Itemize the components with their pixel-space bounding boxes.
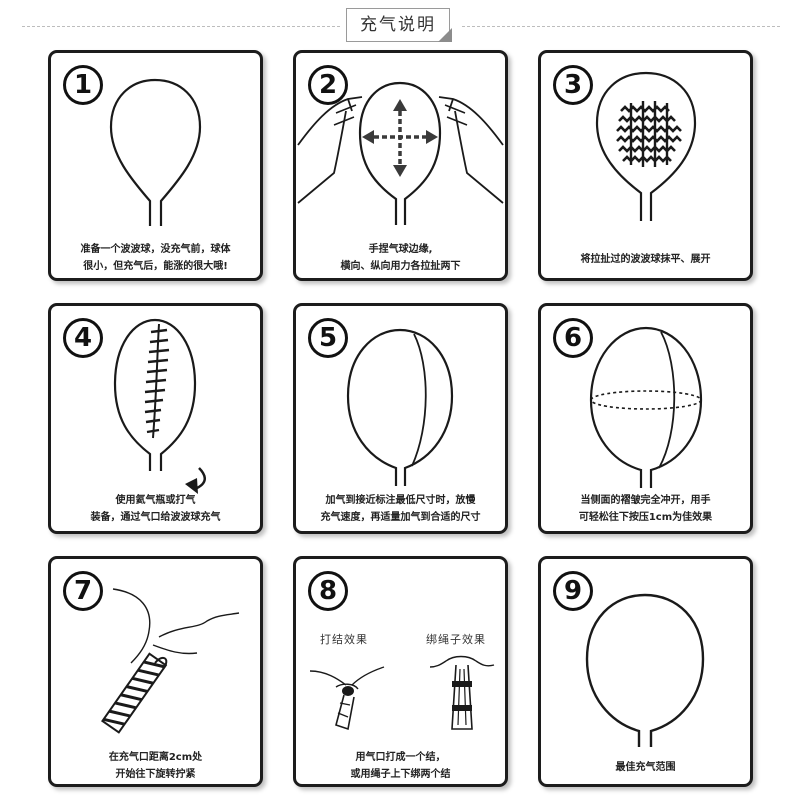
step-card-6: 6 当侧面的褶皱完全冲开，用手 可轻松往下按压1cm为佳效果 xyxy=(538,303,753,534)
section-header: 充气说明 xyxy=(0,0,800,48)
caption-line: 准备一个波波球，没充气前，球体 xyxy=(55,241,256,258)
step-card-7: 7 在充气口距离2cm处 开始往下旋转拧紧 xyxy=(48,556,263,787)
step-number-8: 8 xyxy=(308,571,348,611)
step-caption-1: 准备一个波波球，没充气前，球体 很小，但充气后，能涨的很大哦! xyxy=(55,241,256,275)
step-number-5: 5 xyxy=(308,318,348,358)
caption-line: 使用氦气瓶或打气 xyxy=(55,492,256,509)
step-caption-9: 最佳充气范围 xyxy=(545,759,746,776)
caption-line: 装备，通过气口给波波球充气 xyxy=(55,509,256,526)
caption-line: 手捏气球边缘, xyxy=(300,241,501,258)
step-caption-4: 使用氦气瓶或打气 装备，通过气口给波波球充气 xyxy=(55,492,256,526)
caption-line: 或用绳子上下绑两个结 xyxy=(300,766,501,783)
caption-line: 在充气口距离2cm处 xyxy=(55,749,256,766)
step-caption-8: 用气口打成一个结， 或用绳子上下绑两个结 xyxy=(300,749,501,783)
step-card-2: 2 手捏气球边缘, 横向、纵向用力各拉扯两下 xyxy=(293,50,508,281)
header-divider-right xyxy=(462,26,780,27)
caption-line: 当侧面的褶皱完全冲开，用手 xyxy=(545,492,746,509)
step-card-1: 1 准备一个波波球，没充气前，球体 很小，但充气后，能涨的很大哦! xyxy=(48,50,263,281)
caption-line: 横向、纵向用力各拉扯两下 xyxy=(300,258,501,275)
title-corner-decoration xyxy=(438,28,452,42)
caption-line: 最佳充气范围 xyxy=(545,759,746,776)
step-card-8: 打结效果 绑绳子效果 8 用气口打成一个结， 或用绳子上下绑两个结 xyxy=(293,556,508,787)
step-number-1: 1 xyxy=(63,65,103,105)
step-card-3: 3 将拉扯过的波波球抹平、展开 xyxy=(538,50,753,281)
caption-line: 开始往下旋转拧紧 xyxy=(55,766,256,783)
step-card-4: 4 使用氦气瓶或打气 装备，通过气口给波波球充气 xyxy=(48,303,263,534)
step-card-9: 9 最佳充气范围 xyxy=(538,556,753,787)
step-caption-6: 当侧面的褶皱完全冲开，用手 可轻松往下按压1cm为佳效果 xyxy=(545,492,746,526)
step-caption-5: 加气到接近标注最低尺寸时，放慢 充气速度，再适量加气到合适的尺寸 xyxy=(300,492,501,526)
step-number-9: 9 xyxy=(553,571,593,611)
step-caption-3: 将拉扯过的波波球抹平、展开 xyxy=(545,251,746,268)
section-title: 充气说明 xyxy=(346,8,450,42)
caption-line: 很小，但充气后，能涨的很大哦! xyxy=(55,258,256,275)
step-caption-2: 手捏气球边缘, 横向、纵向用力各拉扯两下 xyxy=(300,241,501,275)
step-number-3: 3 xyxy=(553,65,593,105)
header-divider-left xyxy=(22,26,340,27)
caption-line: 将拉扯过的波波球抹平、展开 xyxy=(545,251,746,268)
caption-line: 充气速度，再适量加气到合适的尺寸 xyxy=(300,509,501,526)
caption-line: 可轻松往下按压1cm为佳效果 xyxy=(545,509,746,526)
step-number-6: 6 xyxy=(553,318,593,358)
step-number-2: 2 xyxy=(308,65,348,105)
step-card-5: 5 加气到接近标注最低尺寸时，放慢 充气速度，再适量加气到合适的尺寸 xyxy=(293,303,508,534)
step-number-7: 7 xyxy=(63,571,103,611)
caption-line: 用气口打成一个结， xyxy=(300,749,501,766)
step-caption-7: 在充气口距离2cm处 开始往下旋转拧紧 xyxy=(55,749,256,783)
caption-line: 加气到接近标注最低尺寸时，放慢 xyxy=(300,492,501,509)
step-number-4: 4 xyxy=(63,318,103,358)
